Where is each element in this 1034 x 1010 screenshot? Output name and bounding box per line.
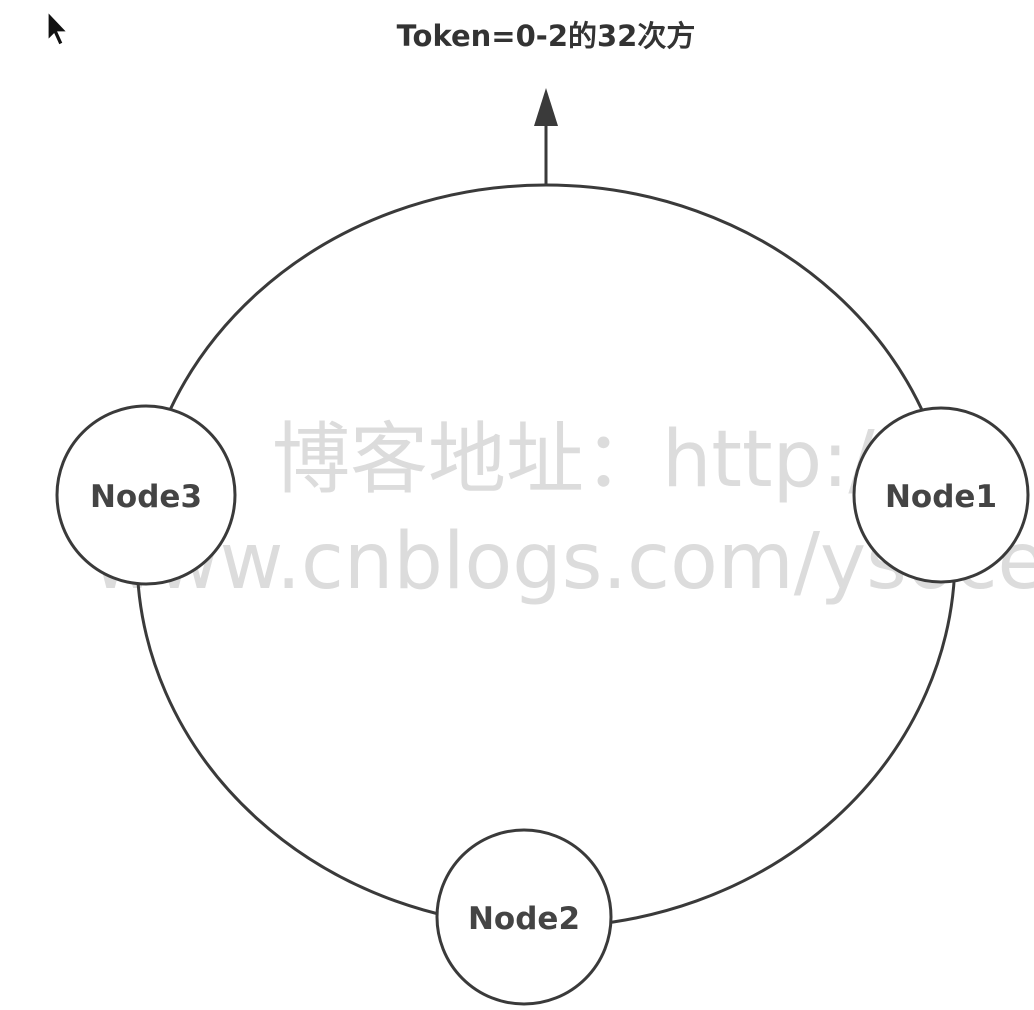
node-1-circle — [852, 406, 1030, 584]
mouse-cursor-icon — [47, 10, 69, 46]
node-2: Node2 — [435, 828, 613, 1006]
node-3: Node3 — [55, 404, 237, 586]
watermark-line-1: 博客地址：http:// — [272, 415, 902, 505]
node-3-circle — [55, 404, 237, 586]
node-3-label: Node3 — [90, 479, 202, 515]
node-1-label: Node1 — [885, 479, 997, 515]
node-2-circle — [435, 828, 613, 1006]
node-1: Node1 — [852, 406, 1030, 584]
arrow-up-icon — [534, 88, 558, 126]
node-2-label: Node2 — [468, 901, 580, 937]
token-range-title: Token=0-2的32次方 — [397, 19, 696, 53]
